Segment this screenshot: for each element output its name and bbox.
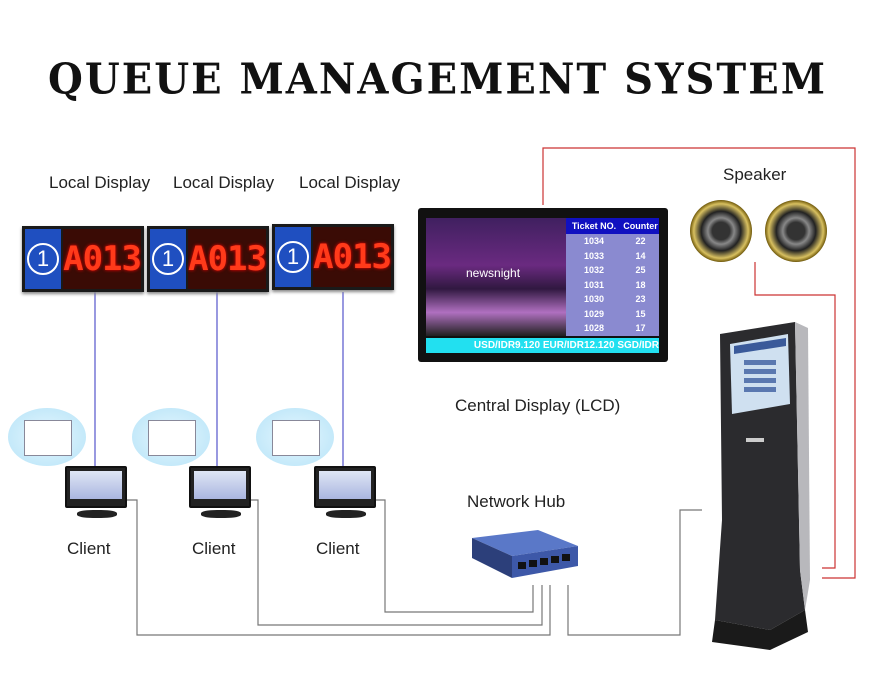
- network-line-kiosk: [567, 509, 702, 636]
- network-line-1: [122, 499, 551, 636]
- client-screen-bubble-3: [256, 408, 334, 466]
- ticket-number: A013: [188, 229, 267, 289]
- ticket-kiosk: [712, 322, 810, 650]
- local-display-1: 1 A013: [22, 226, 144, 292]
- counter-number: 1: [277, 241, 310, 273]
- network-hub-label: Network Hub: [467, 492, 566, 511]
- counter-number: 1: [27, 243, 60, 275]
- speaker-label: Speaker: [723, 165, 787, 184]
- video-caption: newsnight: [466, 266, 521, 280]
- header-counter: Counter: [623, 221, 658, 231]
- local-display-3: 1 A013: [272, 224, 394, 290]
- network-hub-icon: [472, 530, 578, 578]
- local-display-2: 1 A013: [147, 226, 269, 292]
- client-label-3: Client: [316, 539, 360, 558]
- local-display-label-2: Local Display: [173, 173, 275, 192]
- client-monitor-2: [189, 466, 251, 518]
- ticket-number: A013: [313, 227, 392, 287]
- video-feed: newsnight: [426, 218, 566, 336]
- client-screen-bubble-1: [8, 408, 86, 466]
- network-line-3: [370, 499, 534, 613]
- local-display-label-1: Local Display: [49, 173, 151, 192]
- ticket-number: A013: [63, 229, 142, 289]
- speaker-icon-right: [765, 200, 827, 262]
- audio-line-outer: [542, 147, 856, 579]
- local-display-label-3: Local Display: [299, 173, 401, 192]
- client-label-1: Client: [67, 539, 111, 558]
- table-header: Ticket NO. Counter: [566, 218, 659, 234]
- speaker-icon-left: [690, 200, 752, 262]
- central-display-label: Central Display (LCD): [455, 396, 621, 415]
- diagram-title: QUEUE MANAGEMENT SYSTEM: [48, 54, 827, 105]
- client-monitor-3: [314, 466, 376, 518]
- network-line-2: [245, 499, 543, 626]
- audio-line-inner: [754, 262, 836, 569]
- header-ticket: Ticket NO.: [571, 221, 617, 231]
- counter-number: 1: [152, 243, 185, 275]
- client-monitor-1: [65, 466, 127, 518]
- currency-ticker: USD/IDR9.120 EUR/IDR12.120 SGD/IDR: [426, 338, 659, 353]
- client-label-2: Client: [192, 539, 236, 558]
- client-screen-bubble-2: [132, 408, 210, 466]
